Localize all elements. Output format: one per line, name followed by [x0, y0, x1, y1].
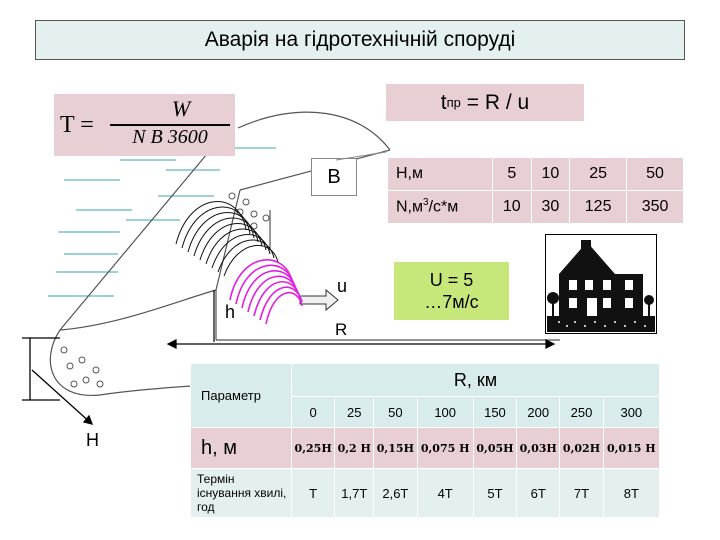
wave-duration-value: 4Т — [416, 468, 474, 518]
wave-duration-value: 8Т — [602, 468, 661, 518]
wave-duration-value: 1,7Т — [334, 468, 375, 518]
wave-duration-value: 6Т — [516, 468, 561, 518]
n-value: 10 — [492, 190, 532, 224]
parameter-header: Параметр — [190, 363, 292, 428]
distance-value: 300 — [602, 396, 661, 428]
wave-height-value: 0,015 Н — [602, 427, 661, 469]
wave-duration-value: Т — [290, 468, 336, 518]
distance-value: 25 — [334, 396, 375, 428]
h-value: 10 — [530, 157, 571, 191]
wave-duration-value: 7Т — [559, 468, 604, 518]
dam-height-label: H — [86, 430, 99, 450]
house-icon — [545, 234, 657, 334]
distance-header: R, км — [291, 363, 660, 397]
distance-value: 100 — [416, 396, 474, 428]
parameter-table: Параметр R, км 0 25 50 100 150 200 250 3… — [190, 363, 661, 518]
wave-duration-value: 2,6Т — [373, 468, 418, 518]
page-title: Аварія на гідротехнічній споруді — [35, 20, 685, 60]
n-value: 350 — [626, 190, 684, 224]
wave-height-label: h, м — [190, 427, 292, 469]
distance-value: 0 — [290, 396, 336, 428]
n-row-label: N,м3/с*м — [387, 190, 493, 224]
wave-duration-label: Термін існування хвилі, год — [190, 468, 292, 518]
wave-icon — [229, 259, 303, 325]
time-formula: T = W N B 3600 — [54, 94, 235, 156]
b-label: B — [311, 158, 357, 196]
n-value: 30 — [530, 190, 571, 224]
wave-height-value: 0,02Н — [559, 427, 604, 469]
h-value: 50 — [626, 157, 684, 191]
r-label: R — [335, 320, 348, 339]
n-value: 125 — [569, 190, 628, 224]
wave-height-value: 0,2 Н — [334, 427, 375, 469]
distance-value: 150 — [472, 396, 518, 428]
u-label: u — [337, 276, 348, 296]
wave-height-value: 0,05Н — [472, 427, 518, 469]
wave-duration-value: 5Т — [472, 468, 518, 518]
wave-speed-box: U = 5…7м/с — [394, 262, 509, 320]
wave-height-value: 0,25Н — [290, 427, 336, 469]
distance-value: 200 — [516, 396, 561, 428]
distance-value: 50 — [373, 396, 418, 428]
wave-height-value: 0,075 Н — [416, 427, 474, 469]
h-label: h — [225, 302, 236, 322]
wave-height-value: 0,15Н — [373, 427, 418, 469]
b-connector — [336, 151, 387, 161]
wave-height-table: Н,м 5 10 25 50 N,м3/с*м 10 30 125 350 — [387, 157, 684, 224]
h-value: 5 — [492, 157, 532, 191]
wave-height-value: 0,03Н — [516, 427, 561, 469]
fraction-bar — [110, 124, 230, 126]
distance-value: 250 — [559, 396, 604, 428]
h-value: 25 — [569, 157, 628, 191]
h-row-label: Н,м — [387, 157, 493, 191]
